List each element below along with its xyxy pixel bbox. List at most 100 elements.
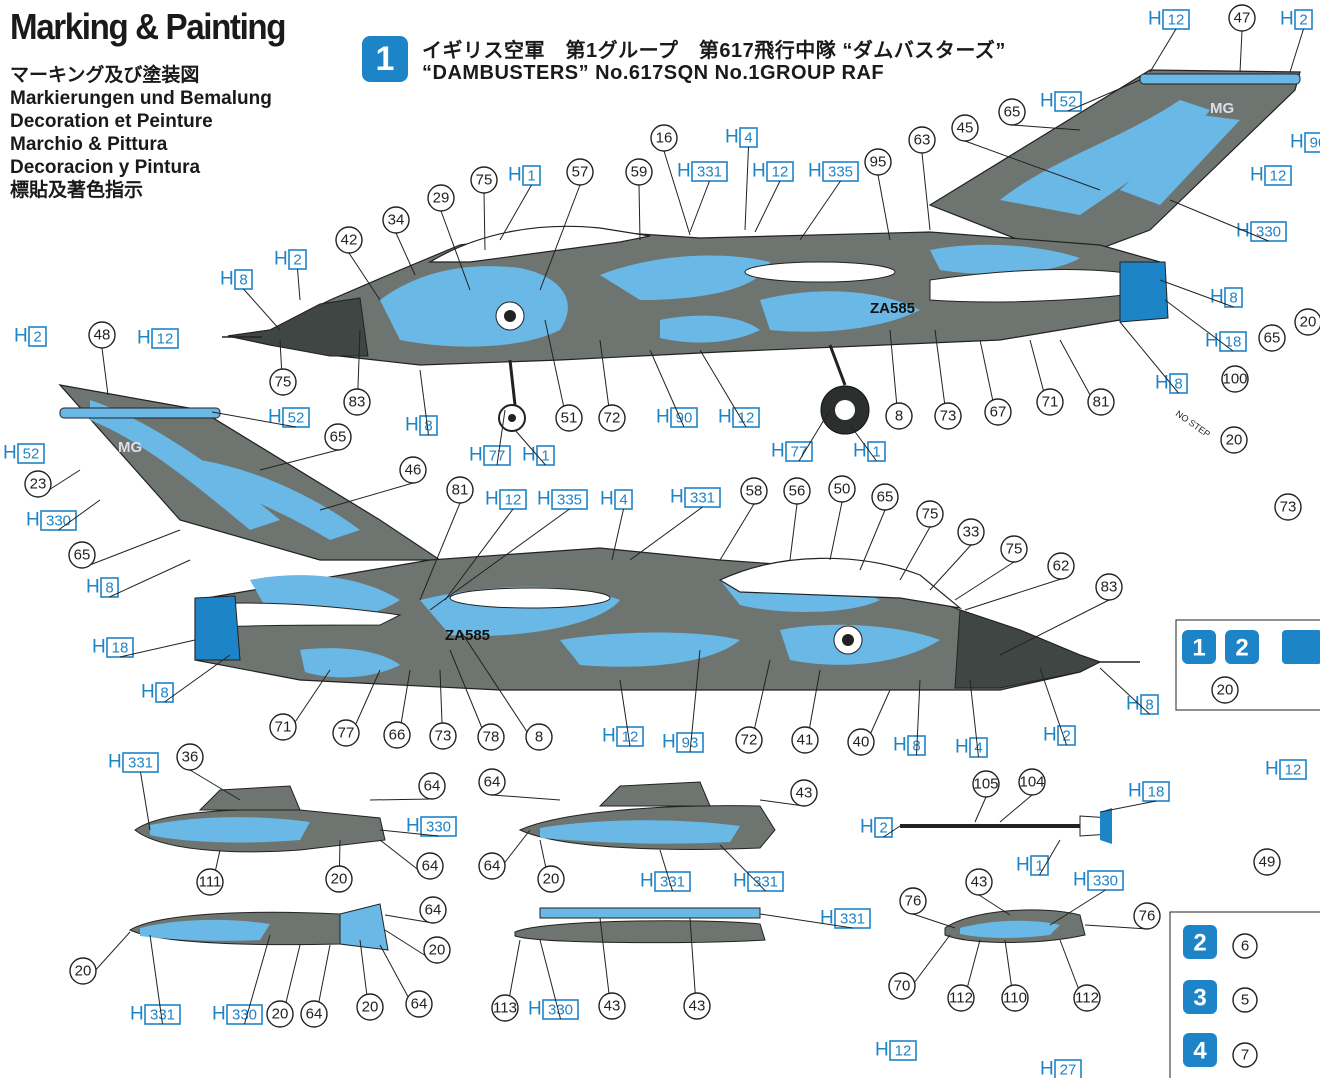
svg-text:64: 64 [306,1006,323,1023]
svg-text:50: 50 [834,481,851,498]
part-number-65: 65 [998,98,1081,131]
svg-text:18: 18 [112,640,129,657]
svg-text:2: 2 [293,252,301,269]
svg-text:H: H [1236,221,1250,242]
part-number-75: 75 [269,339,297,396]
svg-text:77: 77 [791,444,808,461]
part-number-95: 95 [864,148,892,241]
part-number-104: 104 [999,768,1046,823]
part-number-81: 81 [1059,339,1115,416]
svg-text:H: H [212,1004,226,1025]
svg-text:41: 41 [797,732,814,749]
svg-text:H: H [1155,373,1169,394]
svg-text:H: H [853,441,867,462]
part-number-64: 64 [300,944,331,1028]
svg-text:H: H [808,161,822,182]
svg-text:36: 36 [182,749,199,766]
svg-text:73: 73 [940,408,957,425]
no-step-label: NO STEP [1174,408,1212,439]
part-number-20: 20 [537,839,565,893]
part-number-16: 16 [650,124,691,236]
svg-text:H: H [141,682,155,703]
svg-text:105: 105 [973,776,998,793]
svg-text:2: 2 [1299,12,1307,29]
part-number-111: 111 [196,849,224,896]
svg-text:65: 65 [1004,104,1021,121]
svg-text:2: 2 [1062,728,1070,745]
svg-text:330: 330 [548,1002,573,1019]
svg-text:113: 113 [493,1000,517,1017]
svg-text:43: 43 [971,874,988,891]
part-number-81: 81 [419,476,474,601]
svg-text:331: 331 [840,911,865,928]
svg-text:H: H [220,269,234,290]
svg-text:H: H [600,489,614,510]
svg-text:67: 67 [990,404,1007,421]
part-number-64: 64 [478,829,531,880]
part-number-78: 78 [449,649,505,751]
part-number-64: 64 [478,768,561,801]
svg-text:71: 71 [1042,394,1059,411]
svg-text:64: 64 [484,858,501,875]
svg-text:335: 335 [828,164,853,181]
part-number-75: 75 [899,500,944,581]
svg-text:77: 77 [489,448,506,465]
svg-text:H: H [1210,287,1224,308]
part-number-70: 70 [888,934,951,1000]
part-number-59: 59 [625,158,653,241]
part-number-73: 73 [1274,493,1302,521]
svg-text:65: 65 [877,489,894,506]
svg-text:16: 16 [656,130,673,147]
svg-text:330: 330 [232,1007,257,1024]
part-number-20: 20 [1294,308,1320,336]
part-number-20: 20 [325,839,353,893]
part-number-76: 76 [899,887,956,929]
svg-text:8: 8 [895,408,903,425]
panel-badge-2: 2 [1235,635,1248,662]
svg-text:75: 75 [922,506,939,523]
svg-text:H: H [108,752,122,773]
scheme-2-badge: 2 [1193,930,1206,957]
part-number-46: 46 [319,456,427,511]
ecm-pod [128,903,389,951]
svg-text:6: 6 [1241,938,1249,955]
svg-text:H: H [405,415,419,436]
svg-text:H: H [1040,1059,1054,1078]
part-number-65: 65 [68,529,181,569]
part-number-36: 36 [176,743,241,801]
svg-text:112: 112 [949,990,973,1007]
part-number-77: 77 [332,669,381,747]
subtitle-fr: Decoration et Peinture [10,111,213,132]
svg-text:20: 20 [1300,314,1317,331]
svg-text:75: 75 [275,374,292,391]
svg-text:331: 331 [660,874,685,891]
part-number-49: 49 [1253,848,1281,876]
weapon-pylon [514,907,766,944]
part-number-43: 43 [683,917,711,1020]
svg-text:7: 7 [1241,1047,1249,1064]
svg-text:52: 52 [288,410,305,427]
svg-text:77: 77 [338,725,355,742]
svg-text:2: 2 [879,820,887,837]
svg-text:H: H [274,249,288,270]
aircraft-profile-right-side: ZA585 MG [58,384,1140,691]
